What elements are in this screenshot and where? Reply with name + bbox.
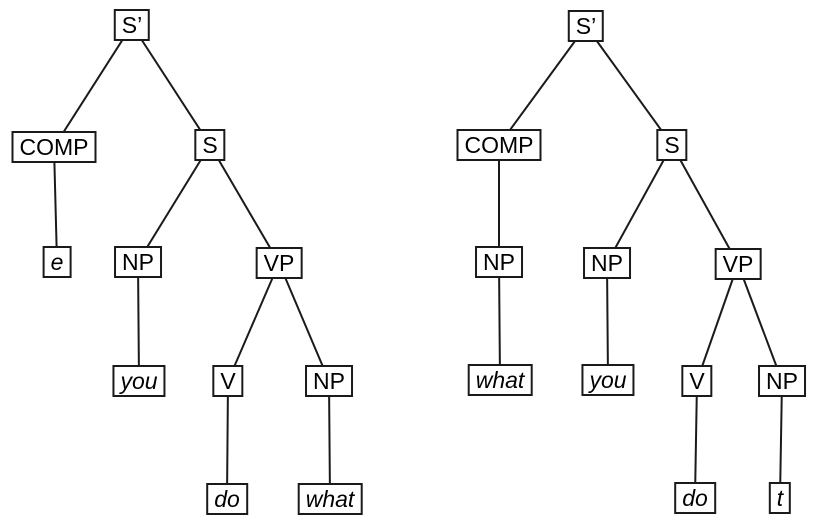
edge-right-sbar-s xyxy=(585,25,673,146)
right-node-you: you xyxy=(581,364,635,396)
left-node-you: you xyxy=(112,365,166,397)
right-node-np-subject: NP xyxy=(583,247,631,279)
right-node-t: t xyxy=(768,482,792,514)
right-node-comp: COMP xyxy=(456,129,542,161)
right-node-what: what xyxy=(467,364,533,396)
edge-left-vp-np xyxy=(278,262,330,382)
left-node-s: S xyxy=(194,129,226,161)
right-node-np-object: NP xyxy=(758,365,806,397)
edge-left-np-what xyxy=(328,380,331,500)
edge-left-v-do xyxy=(226,380,229,500)
left-node-comp: COMP xyxy=(11,131,97,163)
edge-right-v-do xyxy=(694,380,698,499)
left-node-e: e xyxy=(42,246,72,278)
edge-right-s-vp xyxy=(671,144,739,265)
left-node-sbar: S’ xyxy=(113,9,151,41)
edge-left-s-np xyxy=(137,144,211,263)
left-node-do: do xyxy=(206,483,248,515)
edge-right-sbar-comp xyxy=(498,25,587,146)
right-node-v: V xyxy=(681,365,713,397)
edge-right-np-what xyxy=(498,261,501,381)
left-node-v: V xyxy=(212,365,244,397)
right-node-do: do xyxy=(674,482,716,514)
edge-right-vp-np xyxy=(737,263,783,382)
right-node-sbar: S’ xyxy=(567,10,605,42)
edge-left-comp-e xyxy=(53,146,58,263)
right-node-np-wh: NP xyxy=(475,246,523,278)
left-node-np-object: NP xyxy=(305,365,353,397)
left-node-what: what xyxy=(297,483,363,515)
edge-left-sbar-s xyxy=(131,24,211,146)
edge-right-np-you xyxy=(606,262,609,381)
edge-right-np-t xyxy=(779,380,783,499)
edge-right-vp-v xyxy=(696,263,739,382)
edge-left-np-you xyxy=(137,261,140,382)
left-node-np-subject: NP xyxy=(114,246,162,278)
left-node-vp: VP xyxy=(255,247,303,279)
edge-left-s-vp xyxy=(209,144,280,264)
right-node-s: S xyxy=(656,129,688,161)
edge-left-sbar-comp xyxy=(53,24,133,148)
edge-left-vp-v xyxy=(227,262,280,382)
edge-right-s-np xyxy=(606,144,673,264)
right-node-vp: VP xyxy=(714,248,762,280)
